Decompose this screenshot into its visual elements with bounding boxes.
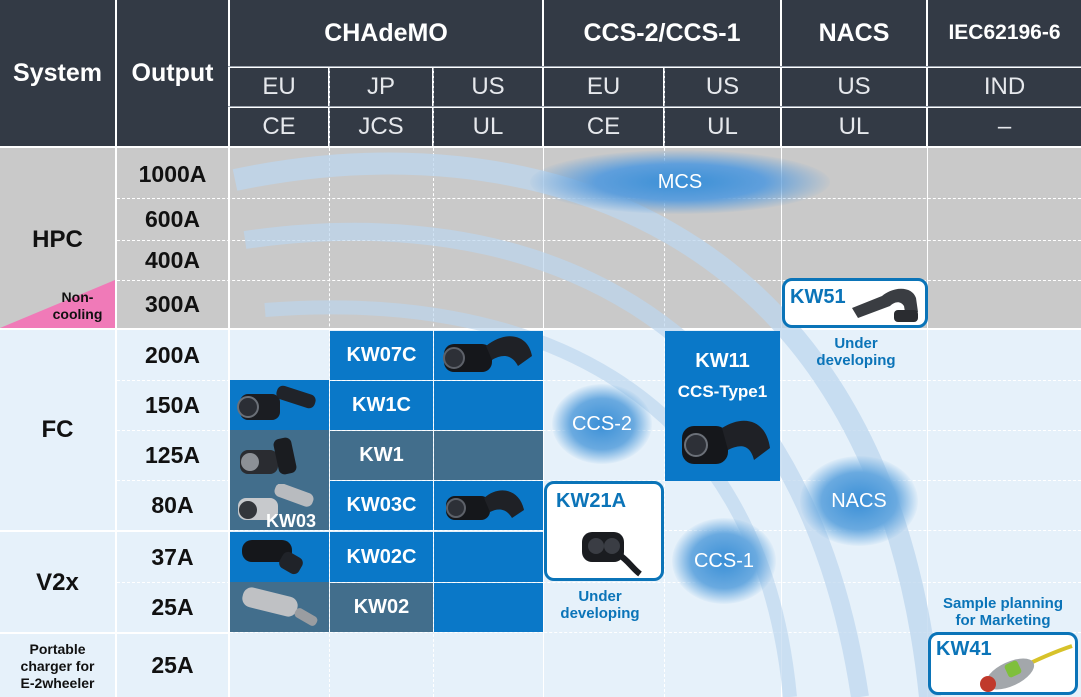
kw02-us-cell: [434, 583, 543, 632]
output-25a: 25A: [151, 594, 194, 620]
kw02-label[interactable]: KW02: [330, 583, 433, 632]
system-non-cooling: Non- cooling: [52, 289, 103, 322]
ccs-type1-label: CCS-Type1: [677, 382, 768, 401]
cert-cell: JCS: [330, 108, 432, 146]
bubble-ccs2: CCS-2: [552, 384, 652, 464]
region-cell: EU: [230, 68, 328, 106]
non-cooling-marker: [0, 280, 115, 328]
connector-icon: [242, 587, 318, 626]
cert-cell: UL: [665, 108, 780, 146]
output-37a: 37A: [151, 543, 194, 570]
system-fc: FC: [41, 416, 74, 443]
connector-icon: [446, 490, 524, 520]
system-v2x: V2x: [36, 569, 79, 596]
system-portable: Portable charger for E-2wheeler: [20, 640, 95, 691]
region-cell: US: [782, 68, 926, 106]
output-300a: 300A: [145, 291, 200, 317]
bubble-ccs1: CCS-1: [672, 518, 776, 604]
kw02c-us-cell: [434, 532, 543, 582]
kw21a-label: KW21A: [556, 490, 627, 512]
kw1c-us-cell: [434, 381, 543, 430]
connector-icon: [980, 644, 1073, 692]
under-developing-kw51: Under developing: [816, 335, 896, 369]
group-iec: IEC62196-6: [928, 0, 1081, 66]
cert-cell: CE: [230, 108, 328, 146]
bubble-nacs: NACS: [800, 456, 918, 546]
cert-cell: CE: [544, 108, 663, 146]
kw1-us-cell: [434, 431, 543, 480]
kw1c-label[interactable]: KW1C: [330, 381, 433, 430]
group-nacs: NACS: [782, 0, 926, 66]
kw21a-box[interactable]: [544, 481, 664, 581]
output-600a: 600A: [145, 206, 200, 232]
connector-icon: [240, 437, 297, 475]
region-cell: US: [434, 68, 542, 106]
output-150a: 150A: [145, 392, 200, 418]
group-chademo: CHAdeMO: [230, 0, 542, 66]
output-125a: 125A: [145, 442, 200, 468]
system-hpc: HPC: [32, 226, 83, 253]
header-output: Output: [117, 0, 228, 146]
connector-icon: [237, 385, 316, 420]
sample-planning-note: Sample planning for Marketing: [942, 595, 1063, 629]
output-25a-portable: 25A: [151, 652, 194, 678]
cert-cell: UL: [434, 108, 542, 146]
connector-icon: [682, 420, 770, 464]
cert-cell: UL: [782, 108, 926, 146]
connector-icon: [242, 540, 303, 575]
group-ccs: CCS-2/CCS-1: [544, 0, 780, 66]
kw11-label[interactable]: KW11: [695, 349, 750, 372]
kw03c-label[interactable]: KW03C: [330, 481, 433, 530]
output-400a: 400A: [145, 247, 200, 273]
output-200a: 200A: [145, 342, 200, 368]
connector-icon: [238, 484, 314, 520]
connector-icon: [852, 288, 918, 322]
region-cell: US: [665, 68, 780, 106]
kw41-label: KW41: [936, 638, 992, 660]
kw03-label[interactable]: KW03: [266, 510, 317, 531]
kw07c-label[interactable]: KW07C: [330, 331, 433, 380]
kw51-label: KW51: [790, 286, 846, 308]
bubble-mcs: MCS: [530, 150, 830, 214]
region-cell: EU: [544, 68, 663, 106]
connector-icon: [582, 532, 642, 577]
region-cell: JP: [330, 68, 432, 106]
kw1-label[interactable]: KW1: [330, 431, 433, 480]
under-developing-kw21a: Under developing: [560, 588, 640, 622]
connector-icon: [443, 336, 532, 372]
output-1000a: 1000A: [138, 160, 207, 187]
cert-cell: –: [928, 108, 1081, 146]
header-system: System: [0, 0, 115, 146]
output-80a: 80A: [151, 492, 194, 518]
kw02c-label[interactable]: KW02C: [330, 532, 433, 582]
region-cell: IND: [928, 68, 1081, 106]
